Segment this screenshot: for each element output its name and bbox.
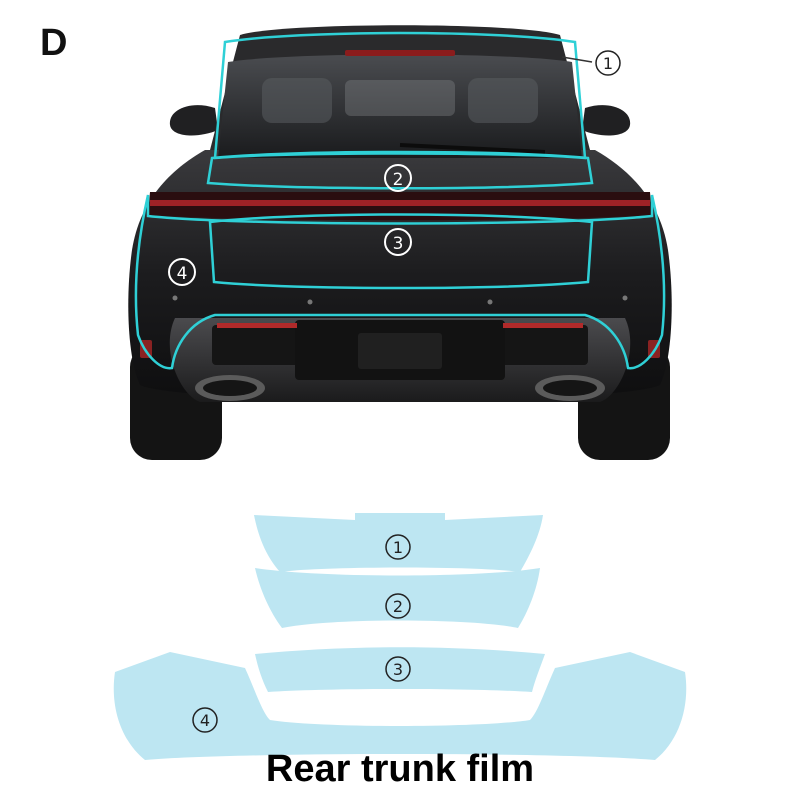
callout-3: 3 [384, 228, 412, 256]
outline-2 [206, 150, 594, 190]
svg-text:3: 3 [393, 234, 404, 254]
outline-3 [208, 213, 594, 290]
svg-text:4: 4 [200, 711, 210, 730]
variant-label: D [40, 22, 68, 64]
outline-4 [134, 194, 666, 370]
caption: Rear trunk film [265, 748, 535, 790]
piece-number-4: 4 [192, 707, 218, 733]
right-mirror [582, 105, 631, 136]
film-piece-2 [255, 568, 540, 628]
callout-4: 4 [168, 258, 196, 286]
svg-text:3: 3 [393, 660, 403, 679]
film-pieces [113, 513, 687, 760]
film-piece-3 [255, 647, 545, 692]
left-mirror [169, 105, 218, 136]
film-outlines [134, 31, 666, 370]
tail-light-bar [148, 192, 652, 221]
svg-text:1: 1 [603, 54, 613, 73]
callout-2: 2 [384, 164, 412, 192]
svg-text:2: 2 [393, 170, 404, 190]
svg-text:2: 2 [393, 597, 403, 616]
callout-1: 1 [595, 50, 621, 76]
piece-number-1: 1 [385, 534, 411, 560]
car-illustration [128, 25, 672, 460]
svg-text:1: 1 [393, 538, 403, 557]
piece-number-2: 2 [385, 593, 411, 619]
film-piece-1 [254, 513, 543, 572]
svg-text:4: 4 [177, 264, 188, 284]
film-piece-4 [113, 652, 687, 760]
piece-number-3: 3 [385, 656, 411, 682]
